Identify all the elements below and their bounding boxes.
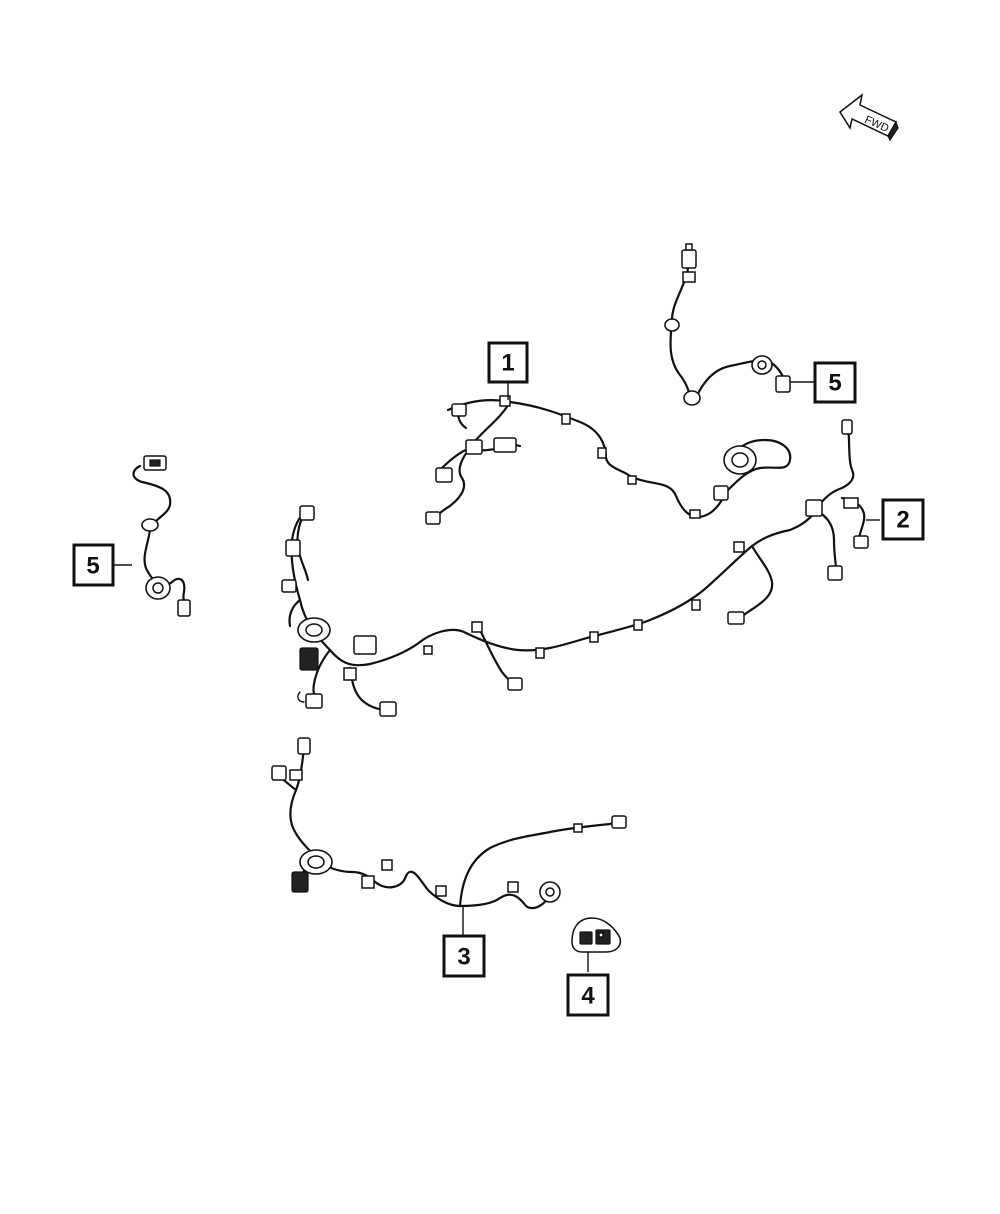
callout-5-left-number: 5 (86, 553, 99, 580)
harness-5-left (132, 455, 191, 617)
callout-3: 3 (442, 934, 486, 978)
leader-lines (114, 381, 880, 972)
callout-4: 4 (566, 973, 610, 1017)
callout-4-number: 4 (581, 983, 595, 1010)
forward-arrow-icon: FWD (839, 93, 899, 142)
part-4-connector (571, 917, 622, 953)
callout-1: 1 (487, 341, 529, 384)
harness-5-right (664, 243, 791, 406)
callout-2: 2 (881, 498, 925, 541)
callout-2-number: 2 (896, 507, 909, 534)
harness-2 (281, 419, 869, 717)
harness-3 (271, 737, 627, 910)
callout-5-right-number: 5 (828, 370, 841, 397)
callout-5-left: 5 (72, 543, 115, 587)
callout-5-right: 5 (813, 361, 857, 404)
callout-1-number: 1 (501, 350, 514, 377)
harness-1 (425, 395, 792, 525)
callout-3-number: 3 (457, 944, 470, 971)
